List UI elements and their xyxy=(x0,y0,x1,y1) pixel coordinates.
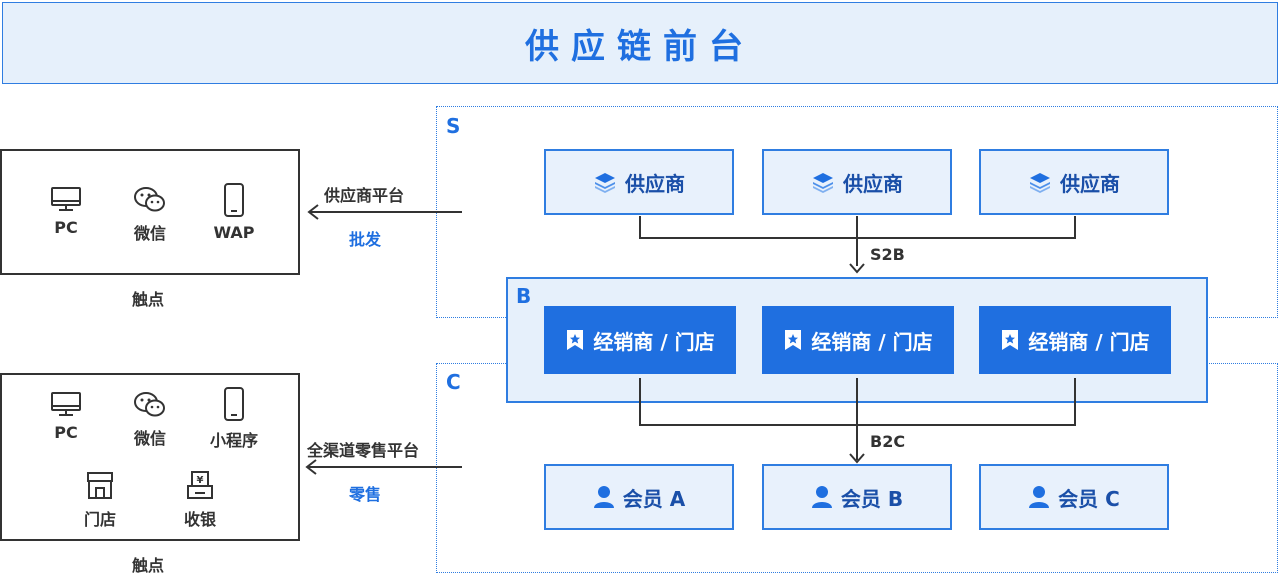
member-box-b[interactable]: 会员 B xyxy=(762,464,952,530)
touchpoint-store[interactable]: 门店 xyxy=(80,470,120,530)
connector-line xyxy=(856,216,858,266)
touchpoint-caption-bottom: 触点 xyxy=(132,556,165,575)
connector-line xyxy=(1074,378,1076,426)
s-zone-label: S xyxy=(446,114,461,138)
dealer-label: 经销商 / 门店 xyxy=(593,329,715,354)
wechat-icon xyxy=(134,187,165,212)
s2b-label: S2B xyxy=(870,245,905,264)
touchpoint-label: 微信 xyxy=(133,224,166,243)
touchpoint-caption-top: 触点 xyxy=(132,290,165,309)
touchpoint-pc[interactable]: PC xyxy=(48,391,84,442)
supplier-label: 供应商 xyxy=(625,171,685,196)
cash-register-icon: ¥ xyxy=(187,471,213,499)
phone-icon xyxy=(224,387,244,421)
layers-icon xyxy=(1030,173,1050,193)
arrow-left-icon xyxy=(305,459,462,475)
connector-line xyxy=(856,378,858,460)
member-box-c[interactable]: 会员 C xyxy=(979,464,1169,530)
dealer-label: 经销商 / 门店 xyxy=(1028,329,1150,354)
arrow-down-icon xyxy=(849,263,865,274)
member-label: 会员 A xyxy=(622,486,686,511)
member-label: 会员 B xyxy=(840,486,904,511)
layers-icon xyxy=(595,173,615,193)
c-zone-label: C xyxy=(446,370,461,394)
monitor-icon xyxy=(51,392,81,416)
connector-line xyxy=(1074,216,1076,238)
supplier-box-2[interactable]: 供应商 xyxy=(762,149,952,215)
arrow-down-icon xyxy=(849,453,865,464)
layers-icon xyxy=(813,173,833,193)
touchpoint-cashier[interactable]: ¥ 收银 xyxy=(180,470,220,530)
user-icon xyxy=(593,486,614,508)
title-bar: 供应链前台 xyxy=(2,2,1278,84)
retail-mode-label: 零售 xyxy=(349,485,382,504)
store-icon xyxy=(87,472,113,499)
supplier-label: 供应商 xyxy=(843,171,903,196)
dealer-box-3[interactable]: 经销商 / 门店 xyxy=(979,306,1171,374)
member-label: 会员 C xyxy=(1058,486,1120,511)
dealer-label: 经销商 / 门店 xyxy=(811,329,933,354)
touchpoint-box-top xyxy=(0,149,300,275)
user-icon xyxy=(811,486,832,508)
touchpoint-pc[interactable]: PC xyxy=(48,186,84,237)
bookmark-star-icon xyxy=(567,330,584,350)
phone-icon xyxy=(224,183,244,217)
b2c-label: B2C xyxy=(870,432,906,451)
connector-line xyxy=(639,378,641,426)
touchpoint-label: 门店 xyxy=(83,510,116,529)
touchpoint-label: 收银 xyxy=(183,510,216,529)
touchpoint-wechat[interactable]: 微信 xyxy=(130,186,170,244)
dealer-box-1[interactable]: 经销商 / 门店 xyxy=(544,306,736,374)
page-title: 供应链前台 xyxy=(525,26,755,67)
retail-platform-label: 全渠道零售平台 xyxy=(307,441,420,460)
svg-text:¥: ¥ xyxy=(197,475,204,486)
touchpoint-label: PC xyxy=(54,218,78,237)
supplier-box-1[interactable]: 供应商 xyxy=(544,149,734,215)
member-box-a[interactable]: 会员 A xyxy=(544,464,734,530)
dealer-box-2[interactable]: 经销商 / 门店 xyxy=(762,306,954,374)
connector-line xyxy=(639,216,641,238)
b-zone-label: B xyxy=(516,284,532,308)
touchpoint-label: WAP xyxy=(213,223,255,242)
wholesale-mode-label: 批发 xyxy=(349,230,382,249)
supplier-box-3[interactable]: 供应商 xyxy=(979,149,1169,215)
user-icon xyxy=(1029,486,1050,508)
bookmark-star-icon xyxy=(1002,330,1019,350)
touchpoint-label: 小程序 xyxy=(209,431,258,450)
touchpoint-miniprogram[interactable]: 小程序 xyxy=(206,387,262,451)
touchpoint-wechat[interactable]: 微信 xyxy=(130,391,170,449)
arrow-left-icon xyxy=(307,204,462,220)
wholesale-platform-label: 供应商平台 xyxy=(324,186,405,205)
bookmark-star-icon xyxy=(785,330,802,350)
touchpoint-label: 微信 xyxy=(133,429,166,448)
wechat-icon xyxy=(134,392,165,417)
touchpoint-wap[interactable]: WAP xyxy=(210,183,258,242)
touchpoint-label: PC xyxy=(54,423,78,442)
supplier-label: 供应商 xyxy=(1060,171,1120,196)
monitor-icon xyxy=(51,187,81,211)
